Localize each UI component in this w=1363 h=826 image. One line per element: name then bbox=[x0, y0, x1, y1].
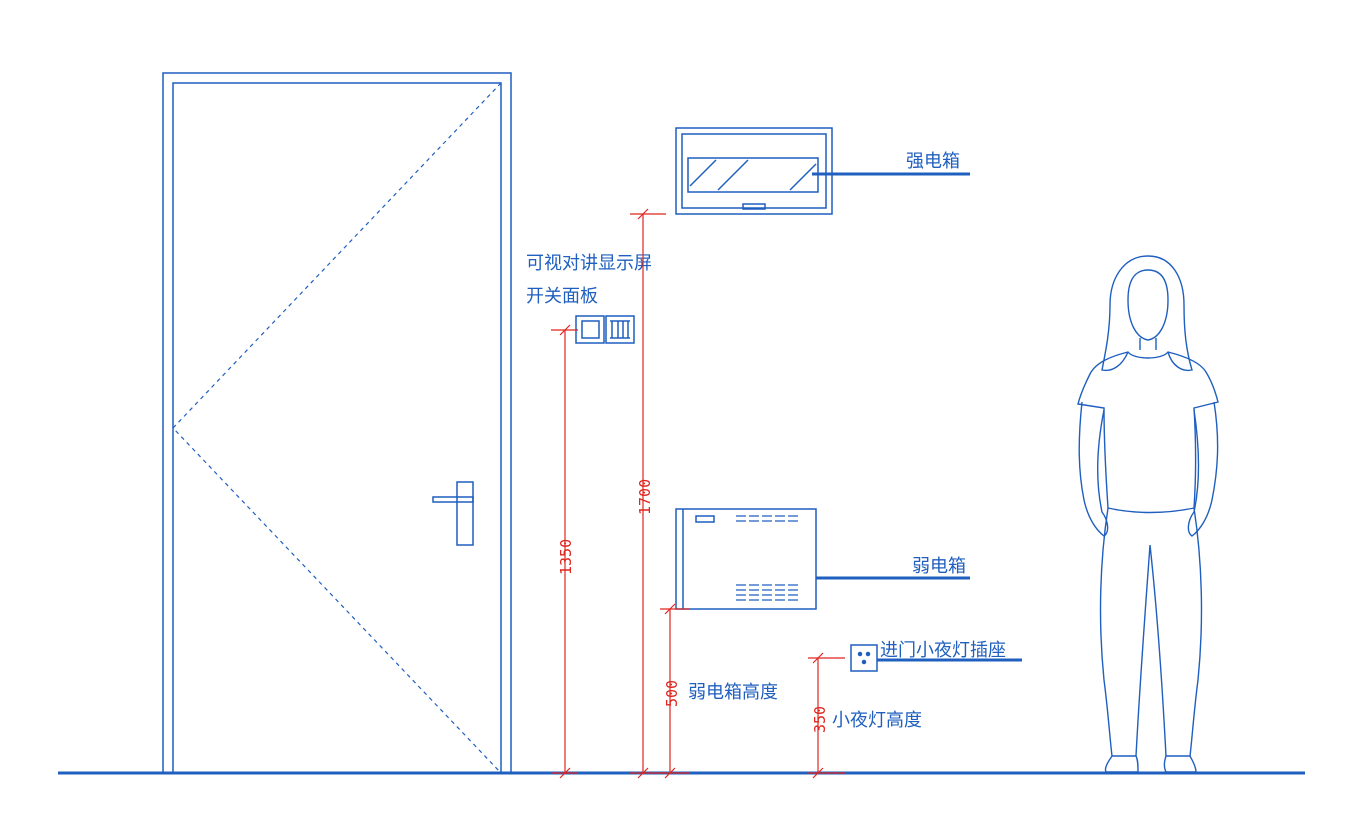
night-light-socket-label: 进门小夜灯插座 bbox=[880, 640, 1006, 661]
weak-box-height-label: 弱电箱高度 bbox=[688, 682, 778, 703]
dimension-350-text: 350 bbox=[811, 706, 829, 733]
intercom-label-line2: 开关面板 bbox=[526, 286, 598, 307]
dimension-1350 bbox=[551, 324, 578, 779]
door-handle-plate bbox=[456, 481, 474, 546]
intercom-label-line1: 可视对讲显示屏 bbox=[526, 253, 652, 274]
strong-box-label: 强电箱 bbox=[906, 151, 960, 172]
door bbox=[162, 72, 512, 774]
door-handle-lever bbox=[432, 496, 474, 503]
night-light-socket bbox=[850, 644, 878, 672]
dimension-1700-text: 1700 bbox=[636, 479, 654, 515]
weak-box-vents-bottom bbox=[736, 584, 800, 601]
night-light-height-label: 小夜灯高度 bbox=[832, 710, 922, 731]
weak-box-vents-top bbox=[736, 515, 800, 522]
dimension-500 bbox=[660, 603, 690, 779]
dimension-1350-text: 1350 bbox=[557, 539, 575, 575]
human-figure bbox=[1077, 255, 1219, 773]
dimension-350 bbox=[808, 652, 845, 779]
switch-panel bbox=[575, 315, 635, 344]
strong-electric-box bbox=[675, 127, 833, 215]
dimension-500-text: 500 bbox=[663, 680, 681, 707]
door-swing-indicator bbox=[172, 82, 502, 774]
door-frame-outer bbox=[162, 72, 512, 774]
weak-electric-box bbox=[675, 508, 817, 610]
door-frame-inner bbox=[172, 82, 502, 774]
weak-box-label: 弱电箱 bbox=[912, 556, 966, 577]
